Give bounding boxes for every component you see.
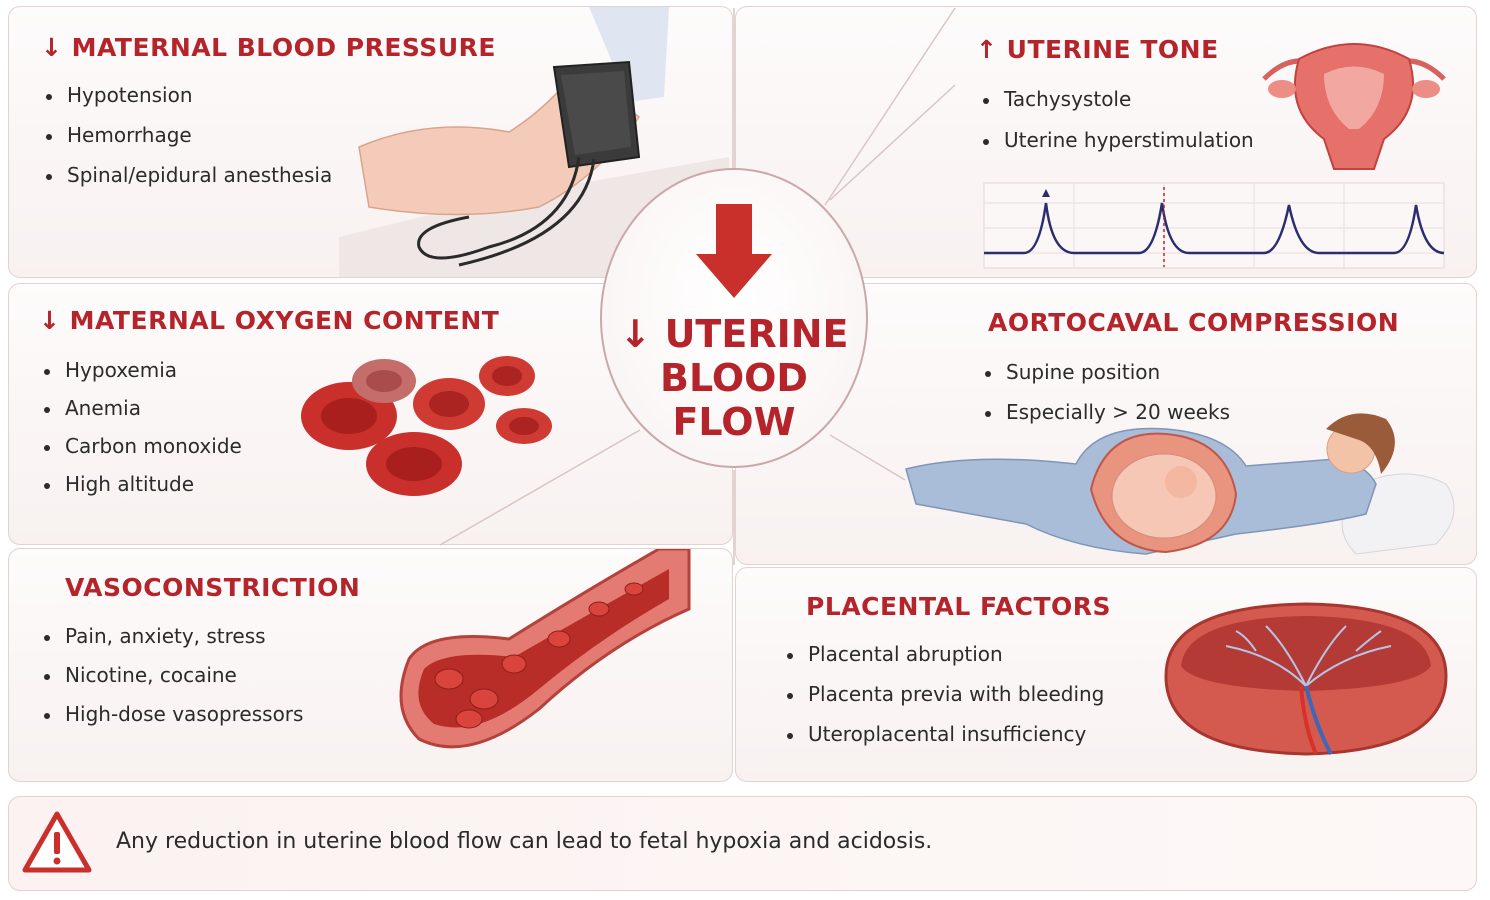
list-item: Anemia: [41, 396, 242, 434]
list-item: High altitude: [41, 472, 242, 510]
placenta-icon: [1164, 602, 1448, 756]
constricted-vessel-icon: [399, 549, 691, 749]
center-title: ↓ UTERINE: [600, 312, 868, 356]
arrow-down-icon: [696, 204, 772, 298]
list-item: Nicotine, cocaine: [41, 663, 303, 702]
item-list: Hypotension Hemorrhage Spinal/epidural a…: [43, 83, 332, 203]
panel-placental-factors: PLACENTAL FACTORS Placental abruption Pl…: [735, 567, 1477, 782]
list-item: Carbon monoxide: [41, 434, 242, 472]
list-item: Placental abruption: [784, 642, 1104, 682]
panel-title: ↓ MATERNAL OXYGEN CONTENT: [39, 306, 500, 335]
list-item: Hypotension: [43, 83, 332, 123]
list-item: Especially > 20 weeks: [982, 400, 1230, 440]
list-item: Pain, anxiety, stress: [41, 624, 303, 663]
panel-maternal-oxygen: ↓ MATERNAL OXYGEN CONTENT Hypoxemia Anem…: [8, 283, 733, 545]
connector-lines: [439, 7, 956, 565]
list-item: High-dose vasopressors: [41, 702, 303, 741]
panel-title: AORTOCAVAL COMPRESSION: [988, 308, 1400, 337]
panel-title: ↓ MATERNAL BLOOD PRESSURE: [41, 33, 496, 62]
footer-text: Any reduction in uterine blood flow can …: [116, 829, 933, 854]
uterus-icon: [1262, 43, 1446, 170]
item-list: Supine position Especially > 20 weeks: [982, 360, 1230, 440]
list-item: Uteroplacental insufficiency: [784, 722, 1104, 762]
panel-title: ↑ UTERINE TONE: [976, 35, 1219, 64]
center-line1: UTERINE: [664, 312, 849, 356]
warning-triangle-icon: [22, 811, 92, 873]
list-item: Uterine hyperstimulation: [980, 128, 1254, 169]
list-item: Supine position: [982, 360, 1230, 400]
center-arrow: ↓: [619, 312, 652, 356]
center-line2: BLOOD: [660, 356, 808, 400]
list-item: Spinal/epidural anesthesia: [43, 163, 332, 203]
supine-pregnant-woman-icon: [905, 413, 1455, 555]
panel-vasoconstriction: VASOCONSTRICTION Pain, anxiety, stress N…: [8, 548, 733, 782]
panel-title: PLACENTAL FACTORS: [806, 592, 1112, 621]
item-list: Pain, anxiety, stress Nicotine, cocaine …: [41, 624, 303, 741]
list-item: Hemorrhage: [43, 123, 332, 163]
item-list: Placental abruption Placenta previa with…: [784, 642, 1104, 762]
ctg-tracing-icon: [983, 182, 1445, 269]
list-item: Placenta previa with bleeding: [784, 682, 1104, 722]
footer-banner: [8, 796, 1477, 891]
center-line3: FLOW: [672, 400, 796, 444]
item-list: Tachysystole Uterine hyperstimulation: [980, 87, 1254, 169]
panel-title: VASOCONSTRICTION: [65, 573, 361, 602]
item-list: Hypoxemia Anemia Carbon monoxide High al…: [41, 358, 242, 510]
red-blood-cells-icon: [301, 356, 552, 496]
list-item: Tachysystole: [980, 87, 1254, 128]
list-item: Hypoxemia: [41, 358, 242, 396]
panel-uterine-tone: ↑ UTERINE TONE Tachysystole Uterine hype…: [735, 6, 1477, 278]
